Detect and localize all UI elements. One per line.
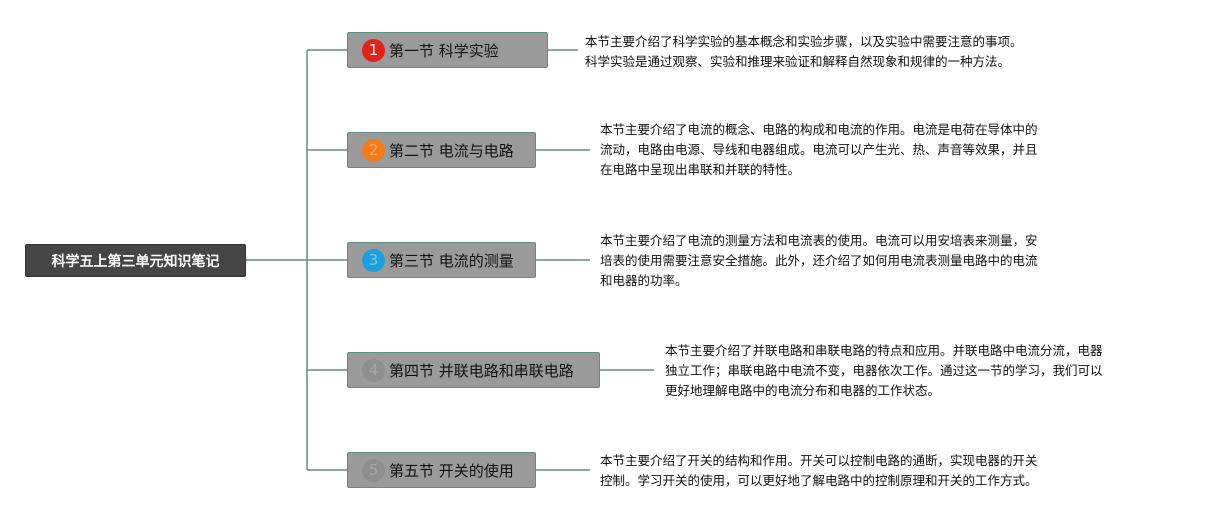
topic-4[interactable]: 4 第四节 并联电路和串联电路	[347, 352, 600, 388]
topic-5-title: 第五节 开关的使用	[389, 461, 514, 480]
topic-1-description: 本节主要介绍了科学实验的基本概念和实验步骤，以及实验中需要注意的事项。 科学实验…	[585, 32, 1023, 72]
topic-3[interactable]: 3 第三节 电流的测量	[347, 242, 536, 278]
topic-2-title: 第二节 电流与电路	[389, 141, 514, 160]
topic-4-title: 第四节 并联电路和串联电路	[389, 361, 574, 380]
topic-1[interactable]: 1 第一节 科学实验	[347, 32, 548, 68]
root-title: 科学五上第三单元知识笔记	[51, 253, 220, 270]
topic-3-title: 第三节 电流的测量	[389, 251, 514, 270]
number-badge-2: 2	[362, 138, 385, 162]
topic-4-description: 本节主要介绍了并联电路和串联电路的特点和应用。并联电路中电流分流，电器 独立工作…	[665, 341, 1103, 401]
description-line: 更好地理解电路中的电流分布和电器的工作状态。	[665, 383, 941, 398]
topic-2[interactable]: 2 第二节 电流与电路	[347, 132, 536, 168]
number-badge-1: 1	[362, 38, 385, 62]
root-topic[interactable]: 科学五上第三单元知识笔记	[25, 244, 246, 277]
description-line: 在电路中呈现出串联和并联的特性。	[600, 162, 801, 177]
number-badge-4: 4	[362, 358, 385, 382]
description-line: 和电器的功率。	[600, 273, 688, 288]
description-line: 科学实验是通过观察、实验和推理来验证和解释自然现象和规律的一种方法。	[585, 54, 1011, 69]
description-line: 培表的使用需要注意安全措施。此外，还介绍了如何用电流表测量电路中的电流	[600, 253, 1038, 268]
number-badge-3: 3	[362, 248, 385, 272]
description-line: 独立工作；串联电路中电流不变，电器依次工作。通过这一节的学习，我们可以	[665, 363, 1103, 378]
description-line: 控制。学习开关的使用，可以更好地了解电路中的控制原理和开关的工作方式。	[600, 473, 1038, 488]
number-badge-5: 5	[362, 458, 385, 482]
description-line: 本节主要介绍了电流的测量方法和电流表的使用。电流可以用安培表来测量，安	[600, 233, 1038, 248]
description-line: 本节主要介绍了并联电路和串联电路的特点和应用。并联电路中电流分流，电器	[665, 343, 1103, 358]
description-line: 流动，电路由电源、导线和电器组成。电流可以产生光、热、声音等效果，并且	[600, 142, 1038, 157]
topic-2-description: 本节主要介绍了电流的概念、电路的构成和电流的作用。电流是电荷在导体中的 流动，电…	[600, 120, 1038, 180]
topic-3-description: 本节主要介绍了电流的测量方法和电流表的使用。电流可以用安培表来测量，安 培表的使…	[600, 231, 1038, 291]
topic-1-title: 第一节 科学实验	[389, 41, 499, 60]
description-line: 本节主要介绍了电流的概念、电路的构成和电流的作用。电流是电荷在导体中的	[600, 122, 1038, 137]
topic-5-description: 本节主要介绍了开关的结构和作用。开关可以控制电路的通断，实现电器的开关 控制。学…	[600, 451, 1038, 491]
description-line: 本节主要介绍了开关的结构和作用。开关可以控制电路的通断，实现电器的开关	[600, 453, 1038, 468]
description-line: 本节主要介绍了科学实验的基本概念和实验步骤，以及实验中需要注意的事项。	[585, 34, 1023, 49]
topic-5[interactable]: 5 第五节 开关的使用	[347, 452, 536, 488]
